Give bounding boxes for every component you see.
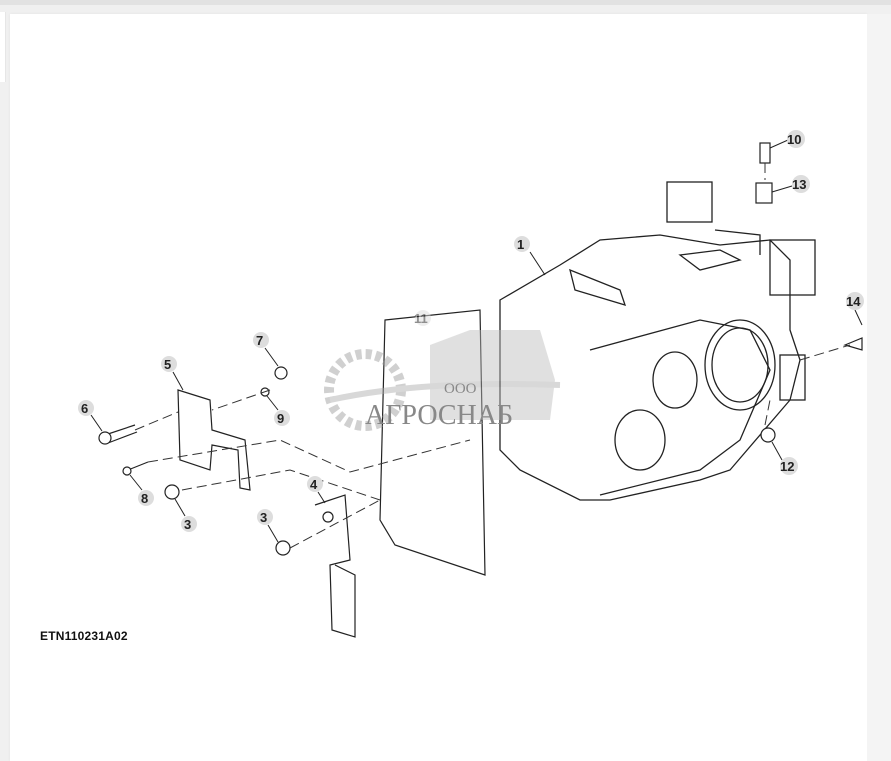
svg-text:4: 4	[310, 477, 318, 492]
svg-text:7: 7	[256, 333, 263, 348]
bracket-4	[314, 494, 356, 638]
watermark-logo	[324, 330, 561, 431]
top-bar	[0, 0, 891, 5]
svg-text:8: 8	[141, 491, 148, 506]
svg-text:11: 11	[414, 311, 428, 326]
callout-4: 4	[307, 476, 326, 504]
svg-text:13: 13	[792, 177, 806, 192]
callout-5: 5	[161, 356, 184, 391]
svg-text:5: 5	[164, 357, 171, 372]
callout-14: 14	[846, 292, 864, 326]
callout-7: 7	[253, 332, 279, 367]
callout-3a: 3	[174, 498, 197, 532]
callout-9: 9	[266, 395, 290, 426]
callout-13: 13	[771, 175, 810, 193]
callout-11: 11	[414, 310, 431, 326]
transmission-housing	[499, 181, 816, 501]
left-panel-edge	[0, 12, 6, 82]
svg-text:9: 9	[277, 411, 284, 426]
callout-10: 10	[769, 130, 805, 149]
svg-text:10: 10	[787, 132, 801, 147]
right-scroll-area[interactable]	[867, 14, 891, 761]
figure-id-label: ETN110231A02	[40, 629, 128, 643]
svg-text:14: 14	[846, 294, 861, 309]
watermark-brand: АГРОСНАБ	[365, 400, 513, 431]
fasteners	[98, 142, 863, 556]
callout-3b: 3	[257, 509, 279, 543]
cover-plate	[379, 309, 486, 576]
callout-12: 12	[771, 441, 798, 475]
callout-labels: 1 10 13 14 7 5 6 9 8 3 4 3 12 11	[78, 130, 864, 543]
leader-lines	[134, 163, 851, 549]
svg-text:12: 12	[780, 459, 794, 474]
callout-6: 6	[78, 400, 103, 432]
svg-text:3: 3	[260, 510, 267, 525]
callout-8: 8	[129, 474, 154, 506]
watermark-prefix: ООО	[444, 381, 477, 397]
callout-1: 1	[514, 236, 546, 276]
bracket-5	[177, 389, 251, 491]
svg-text:1: 1	[517, 237, 524, 252]
svg-text:6: 6	[81, 401, 88, 416]
svg-text:3: 3	[184, 517, 191, 532]
